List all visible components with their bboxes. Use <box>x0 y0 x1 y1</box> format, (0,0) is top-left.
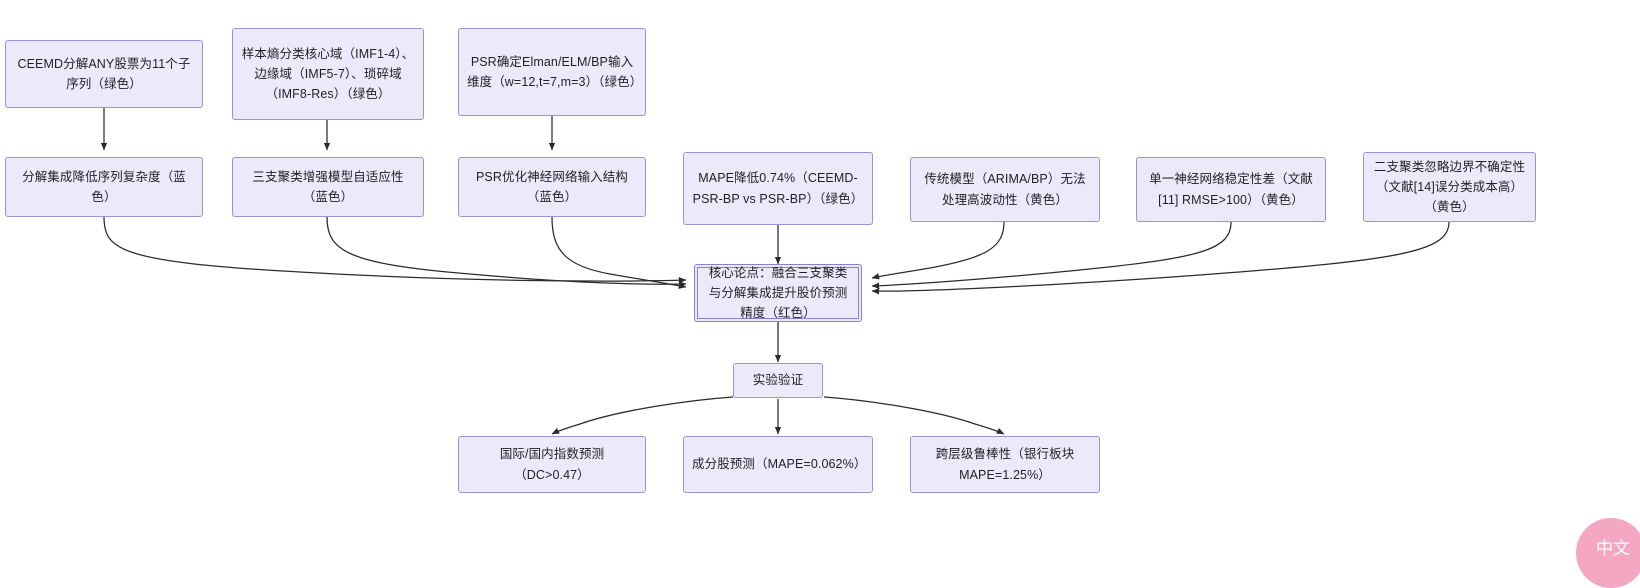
node-index-forecast[interactable]: 国际/国内指数预测（DC>0.47） <box>458 436 646 493</box>
node-label: PSR确定Elman/ELM/BP输入维度（w=12,t=7,m=3）（绿色） <box>467 54 643 89</box>
watermark-badge: 中文 <box>1576 518 1640 588</box>
edge-threeway-to-core <box>326 216 687 288</box>
edge-traditional-to-core <box>871 221 1005 280</box>
node-traditional-model[interactable]: 传统模型（ARIMA/BP）无法处理高波动性（黄色） <box>910 157 1100 222</box>
node-psr-dimension[interactable]: PSR确定Elman/ELM/BP输入维度（w=12,t=7,m=3）（绿色） <box>458 28 646 116</box>
node-psr-optimize[interactable]: PSR优化神经网络输入结构（蓝色） <box>458 157 646 217</box>
edge-reduce-to-core <box>103 216 687 284</box>
edge-experiment-to-index <box>551 396 734 435</box>
node-label: 三支聚类增强模型自适应性（蓝色） <box>252 169 404 204</box>
flowchart-canvas: CEEMD分解ANY股票为11个子序列（绿色） 样本熵分类核心域（IMF1-4）… <box>5 28 1640 588</box>
node-constituent-forecast[interactable]: 成分股预测（MAPE=0.062%） <box>683 436 873 493</box>
node-label: CEEMD分解ANY股票为11个子序列（绿色） <box>17 56 191 91</box>
node-label: 国际/国内指数预测（DC>0.47） <box>499 447 605 482</box>
node-label: PSR优化神经网络输入结构（蓝色） <box>475 169 628 204</box>
edge-twoway-to-core <box>871 221 1450 295</box>
node-experiment[interactable]: 实验验证 <box>733 363 823 398</box>
node-core-claim[interactable]: 核心论点：融合三支聚类与分解集成提升股价预测精度（红色） <box>694 264 862 322</box>
node-label: 二支聚类忽略边界不确定性（文献[14]误分类成本高）（黄色） <box>1373 159 1526 215</box>
node-reduce-complexity[interactable]: 分解集成降低序列复杂度（蓝色） <box>5 157 203 217</box>
node-sample-entropy[interactable]: 样本熵分类核心域（IMF1-4）、边缘域（IMF5-7）、琐碎域（IMF8-Re… <box>232 28 424 120</box>
edge-layer <box>100 108 1450 435</box>
edge-psropt-to-core <box>551 216 687 289</box>
node-label: 样本熵分类核心域（IMF1-4）、边缘域（IMF5-7）、琐碎域（IMF8-Re… <box>241 46 415 102</box>
node-label: MAPE降低0.74%（CEEMD-PSR-BP vs PSR-BP）（绿色） <box>692 171 864 206</box>
node-ceemd-decompose[interactable]: CEEMD分解ANY股票为11个子序列（绿色） <box>5 40 203 108</box>
node-two-way-cluster[interactable]: 二支聚类忽略边界不确定性（文献[14]误分类成本高）（黄色） <box>1363 152 1536 222</box>
node-label: 单一神经网络稳定性差（文献[11] RMSE>100）（黄色） <box>1149 172 1313 207</box>
node-mape-drop[interactable]: MAPE降低0.74%（CEEMD-PSR-BP vs PSR-BP）（绿色） <box>683 152 873 225</box>
edge-singlenn-to-core <box>871 221 1232 289</box>
node-single-nn[interactable]: 单一神经网络稳定性差（文献[11] RMSE>100）（黄色） <box>1136 157 1326 222</box>
node-label: 跨层级鲁棒性（银行板块 MAPE=1.25%） <box>935 447 1075 482</box>
node-label: 核心论点：融合三支聚类与分解集成提升股价预测精度（红色） <box>708 265 848 321</box>
edge-experiment-to-robust <box>823 396 1005 435</box>
node-label: 成分股预测（MAPE=0.062%） <box>692 457 867 472</box>
watermark-label: 中文 <box>1596 539 1630 559</box>
node-label: 分解集成降低序列复杂度（蓝色） <box>22 169 186 204</box>
node-cross-level-robust[interactable]: 跨层级鲁棒性（银行板块 MAPE=1.25%） <box>910 436 1100 493</box>
node-label: 实验验证 <box>752 373 804 388</box>
node-three-way-adapt[interactable]: 三支聚类增强模型自适应性（蓝色） <box>232 157 424 217</box>
node-label: 传统模型（ARIMA/BP）无法处理高波动性（黄色） <box>924 172 1086 207</box>
